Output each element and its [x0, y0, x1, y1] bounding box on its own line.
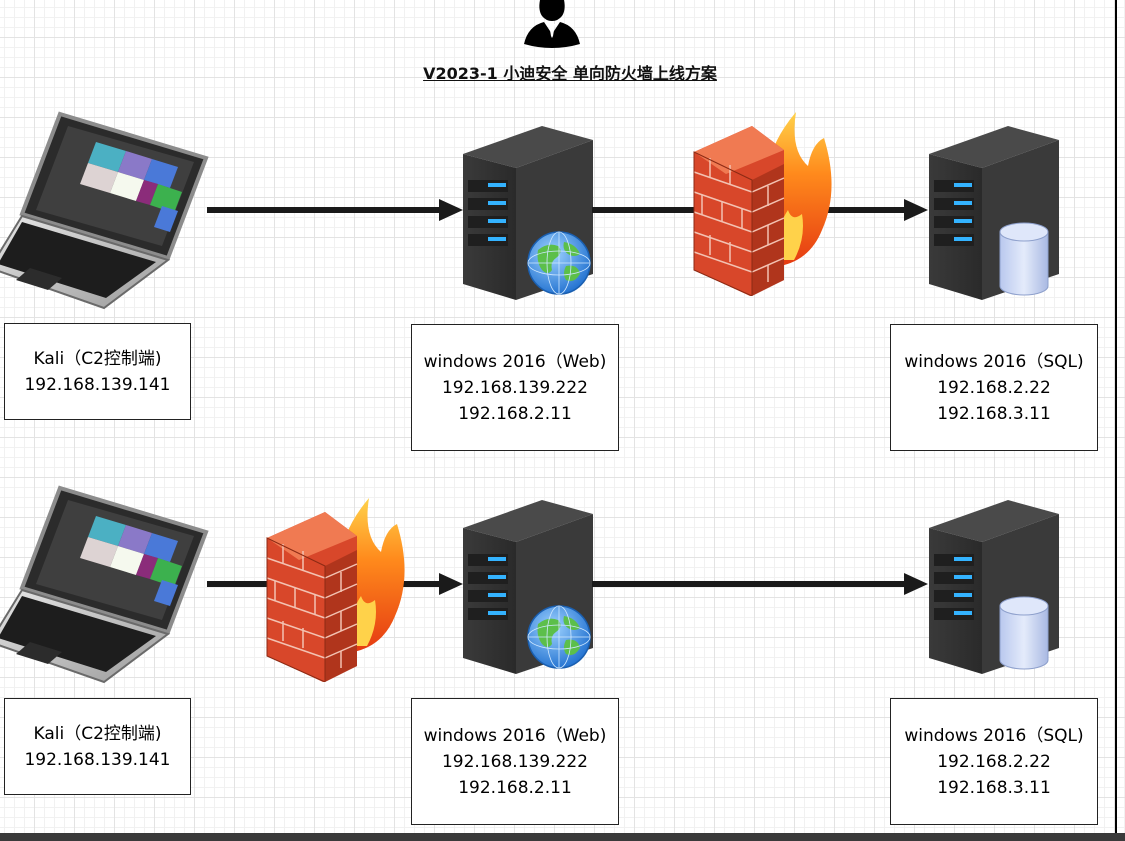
kali-info-box: Kali（C2控制端) 192.168.139.141 [4, 698, 191, 795]
arrow-web-to-sql [592, 573, 928, 595]
sql-info-box: windows 2016（SQL) 192.168.2.22 192.168.3… [890, 698, 1098, 825]
firewall-icon [266, 498, 405, 682]
laptop-icon [0, 111, 209, 310]
sql-ip-2: 192.168.3.11 [937, 777, 1051, 798]
database-icon [999, 596, 1049, 670]
kali-name: Kali（C2控制端) [33, 348, 162, 369]
web-ip-1: 192.168.139.222 [441, 377, 588, 398]
sql-name: windows 2016（SQL) [904, 725, 1084, 746]
diagram-title: V2023-1 小迪安全 单向防火墙上线方案 [423, 64, 717, 83]
kali-ip: 192.168.139.141 [24, 749, 171, 770]
globe-icon [527, 231, 591, 295]
sql-name: windows 2016（SQL) [904, 351, 1084, 372]
canvas-edge-right [1115, 0, 1117, 841]
web-ip-2: 192.168.2.11 [458, 403, 572, 424]
sql-server-icon [929, 500, 1059, 674]
sql-ip-1: 192.168.2.22 [937, 377, 1051, 398]
web-info-box: windows 2016（Web) 192.168.139.222 192.16… [411, 324, 619, 451]
firewall-icon [693, 112, 832, 296]
globe-icon [527, 605, 591, 669]
web-ip-2: 192.168.2.11 [458, 777, 572, 798]
database-icon [999, 222, 1049, 296]
sql-ip-1: 192.168.2.22 [937, 751, 1051, 772]
web-info-box: windows 2016（Web) 192.168.139.222 192.16… [411, 698, 619, 825]
web-ip-1: 192.168.139.222 [441, 751, 588, 772]
hacker-icon [524, 0, 580, 48]
kali-ip: 192.168.139.141 [24, 374, 171, 395]
canvas-edge-bottom [0, 833, 1125, 841]
arrow-kali-to-web [207, 199, 463, 221]
sql-info-box: windows 2016（SQL) 192.168.2.22 192.168.3… [890, 324, 1098, 451]
kali-name: Kali（C2控制端) [33, 723, 162, 744]
kali-info-box: Kali（C2控制端) 192.168.139.141 [4, 323, 191, 420]
web-name: windows 2016（Web) [423, 725, 607, 746]
laptop-icon [0, 485, 209, 684]
sql-ip-2: 192.168.3.11 [937, 403, 1051, 424]
web-name: windows 2016（Web) [423, 351, 607, 372]
